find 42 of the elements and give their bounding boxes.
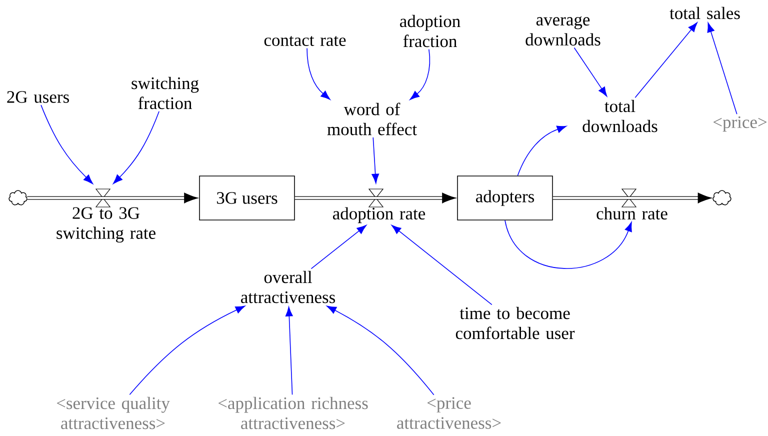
link-arrow	[113, 110, 160, 184]
link-arrow	[372, 137, 380, 184]
rate-label: adoption rate	[332, 207, 426, 224]
variable-label: average downloads	[526, 16, 600, 46]
variable-label: <price attractiveness>	[397, 397, 501, 429]
link-arrow	[391, 224, 492, 306]
link-arrow	[310, 224, 367, 270]
link-arrow	[504, 220, 632, 269]
link-arrow	[574, 47, 608, 97]
flow-pipe	[629, 192, 712, 204]
rate-label: 2G to 3G switching rate	[56, 207, 156, 243]
link-arrow	[634, 22, 698, 98]
link-arrow	[326, 306, 434, 396]
cloud	[8, 190, 28, 206]
variable-label: <service quality attractiveness>	[56, 396, 170, 430]
cloud	[712, 190, 732, 206]
variable-label: adoption fraction	[400, 14, 460, 48]
link-arrow	[410, 48, 430, 100]
link-arrow	[285, 306, 293, 396]
variable-label: time to become comfortable user	[456, 306, 575, 340]
flow-pipe	[294, 196, 376, 200]
variable-label: switching fraction	[132, 76, 199, 110]
variable-label: overall attractiveness	[241, 270, 335, 304]
variable-label: total sales	[670, 6, 740, 20]
variable-label: total downloads	[582, 100, 658, 132]
link-arrow	[40, 104, 93, 184]
flow-pipe	[103, 192, 198, 204]
stock-box: 3G users	[199, 176, 295, 220]
rate-label: churn rate	[596, 207, 668, 220]
variable-label: <price>	[714, 116, 767, 132]
link-arrow	[707, 22, 738, 115]
link-arrow	[517, 126, 567, 176]
variable-label: 2G users	[7, 91, 69, 103]
variable-label: word of mouth effect	[327, 102, 417, 136]
stock-box: adopters	[457, 176, 553, 220]
flow-pipe	[552, 196, 629, 200]
variable-label: <application richness attractiveness>	[218, 396, 368, 430]
flow-pipe	[376, 192, 456, 204]
flow-pipe	[27, 196, 103, 200]
variable-label: contact rate	[264, 36, 346, 46]
link-arrow	[306, 48, 330, 100]
link-arrow	[129, 306, 246, 396]
